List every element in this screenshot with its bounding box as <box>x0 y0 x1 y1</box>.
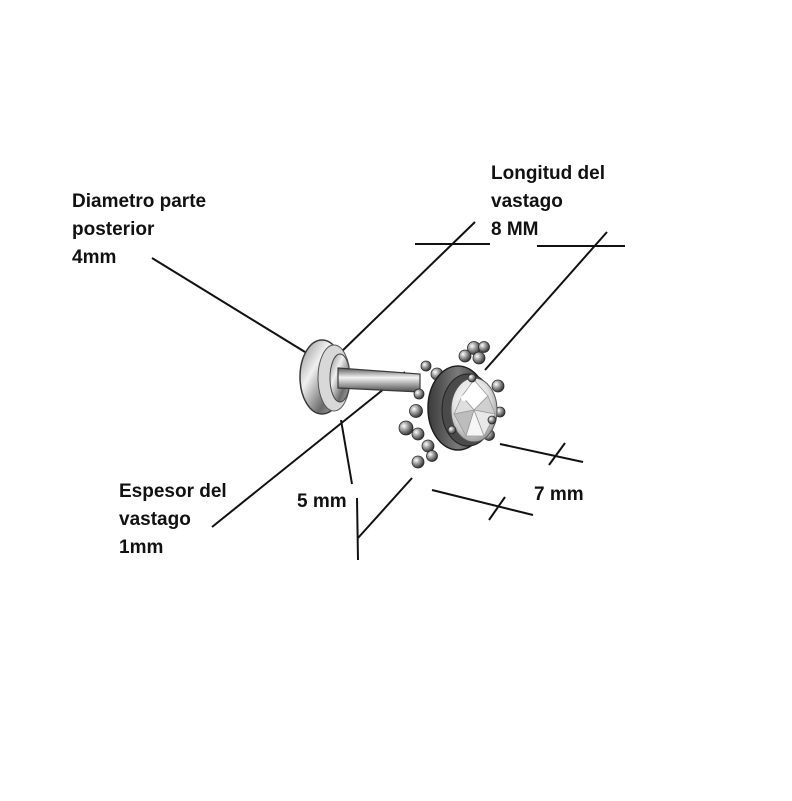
tick-width-right-cross <box>548 442 566 466</box>
shaft <box>337 367 421 393</box>
label-back-diameter-line2: posterior <box>72 219 155 240</box>
label-top-width: 7 mm <box>534 481 584 509</box>
leader-shaft-length-left <box>337 221 476 356</box>
label-shaft-length: Longitud del vastago 8 MM <box>491 160 605 244</box>
prongs <box>447 373 497 435</box>
dim-width-line <box>431 489 534 516</box>
dim-height-line <box>357 477 413 539</box>
crystal-gem <box>450 377 498 443</box>
label-back-diameter-line3: 4mm <box>72 247 117 268</box>
leader-back-diameter <box>151 257 306 353</box>
tick-height-bottom <box>356 497 359 561</box>
tick-width-right <box>499 443 584 463</box>
bead-cluster <box>398 341 506 469</box>
dimension-lines <box>151 221 625 561</box>
label-back-diameter-line1: Diametro parte <box>72 191 207 212</box>
label-top-height: 5 mm <box>297 488 347 516</box>
label-top-height-text: 5 mm <box>297 491 347 512</box>
back-disc <box>299 339 351 415</box>
label-shaft-length-line1: Longitud del <box>491 163 605 184</box>
tick-height-top <box>340 419 353 485</box>
label-shaft-thickness-line1: Espesor del <box>119 481 227 502</box>
label-shaft-thickness-line2: vastago <box>119 509 191 530</box>
label-shaft-thickness: Espesor del vastago 1mm <box>119 478 227 562</box>
leader-shaft-length-right <box>484 231 608 371</box>
tick-width-left-cross <box>488 496 506 521</box>
leader-shaft-thickness <box>211 371 406 528</box>
label-shaft-length-line2: vastago <box>491 191 563 212</box>
label-shaft-thickness-line3: 1mm <box>119 537 164 558</box>
label-shaft-length-line3: 8 MM <box>491 219 539 240</box>
label-back-diameter: Diametro parte posterior 4mm <box>72 188 206 272</box>
label-top-width-text: 7 mm <box>534 484 584 505</box>
